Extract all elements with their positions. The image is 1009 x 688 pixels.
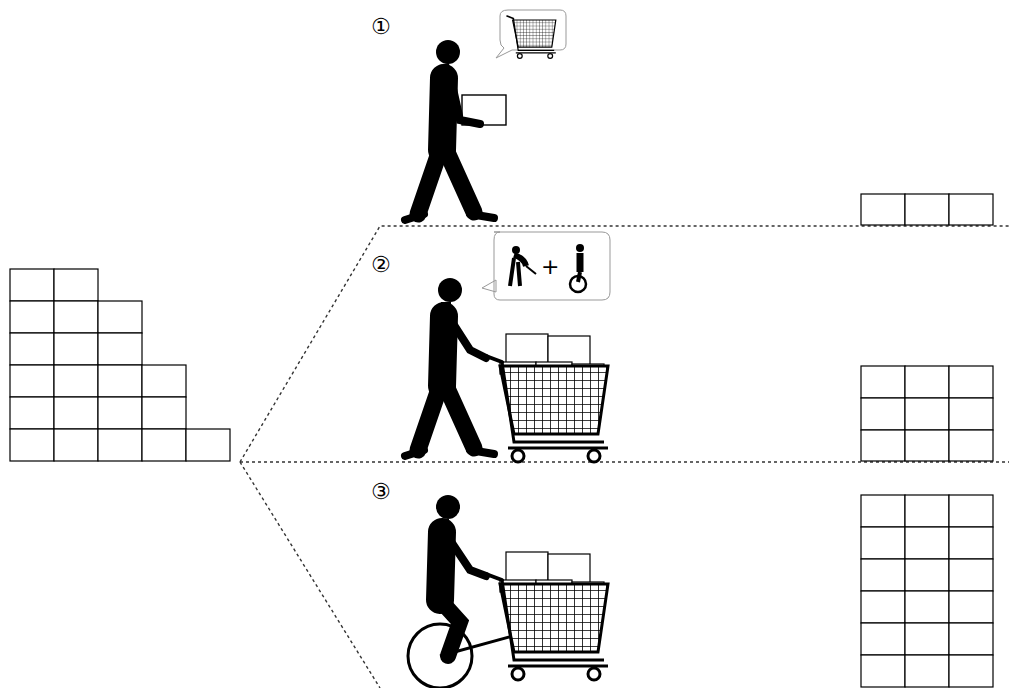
callout-number: ② [371, 254, 391, 276]
branch-lines [240, 226, 1009, 688]
walking-person [405, 278, 494, 456]
box-stack [10, 269, 230, 461]
walking-person [405, 40, 506, 220]
box-stack [861, 194, 993, 687]
callout-number: ③ [371, 481, 391, 503]
shopping-cart [486, 552, 608, 680]
thought-bubble [496, 10, 566, 58]
callout-number: ① [371, 16, 391, 38]
shopping-cart [486, 334, 608, 462]
plus-sign: + [541, 256, 559, 278]
thought-bubble [482, 232, 610, 300]
